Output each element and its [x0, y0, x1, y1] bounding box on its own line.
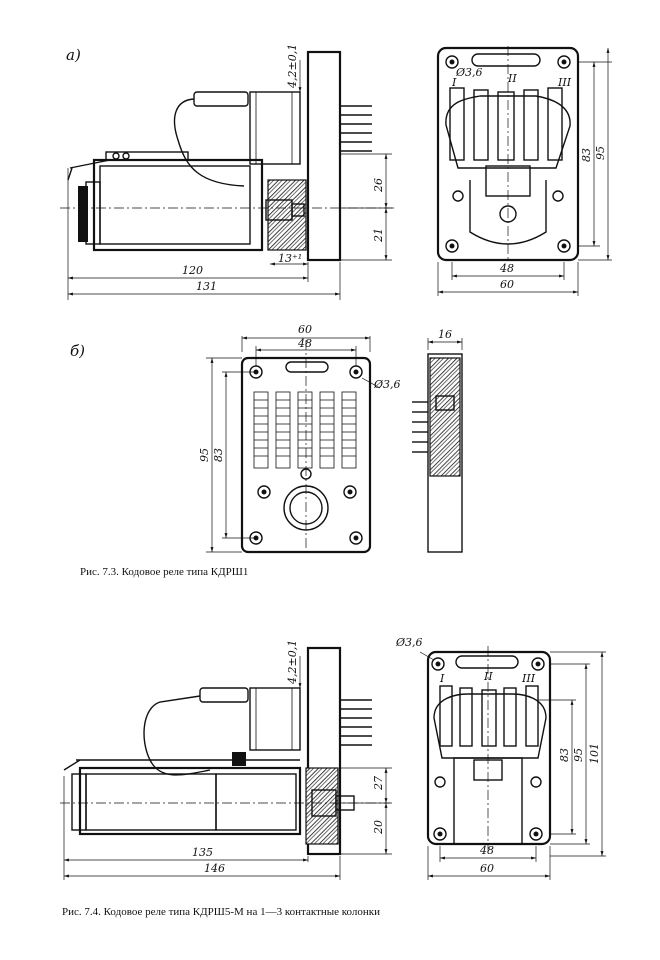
- dim-60-label: 60: [500, 278, 514, 291]
- fig74-column-I-label: I: [439, 672, 445, 685]
- contact-pins: [340, 105, 372, 152]
- contact-springs: [445, 87, 571, 169]
- fig73-side-view: а): [60, 44, 395, 300]
- fig73-side-dimensions: [67, 60, 392, 300]
- rear-hole-label: Ø3,6: [373, 378, 401, 391]
- fig74-mounting-panel: [306, 646, 342, 856]
- fig74-column-II-label: II: [483, 670, 493, 683]
- mounting-panel: [306, 50, 342, 262]
- dim-13-label: 13⁺¹: [278, 252, 302, 265]
- fig74-dim-95-label: 95: [572, 748, 585, 762]
- fig73-caption: Рис. 7.3. Кодовое реле типа КДРШ1: [80, 566, 249, 578]
- fig74-dim-48-label: 48: [479, 844, 494, 857]
- column-I-label: I: [451, 76, 457, 89]
- dim-26-label: 26: [372, 178, 385, 193]
- dim-131-label: 131: [196, 280, 217, 293]
- fig74-dim-20-label: 20: [372, 820, 385, 835]
- fig73-edge-view: 16: [412, 328, 463, 553]
- contact-block: [249, 91, 301, 165]
- dim-120-label: 120: [182, 264, 203, 277]
- fig74-dim-gap-label: 4,2±0,1: [286, 640, 299, 685]
- mounting-holes: [445, 55, 571, 253]
- fig74-dim-135-label: 135: [192, 846, 213, 859]
- fig74-caption: Рис. 7.4. Кодовое реле типа КДРШ5-М на 1…: [62, 906, 380, 918]
- hole-dia-label: Ø3,6: [455, 66, 483, 79]
- fig74-dim-146-label: 146: [204, 862, 225, 875]
- dim-48-label: 48: [499, 262, 514, 275]
- dim-83-label: 83: [580, 148, 593, 162]
- edge-dim-16-label: 16: [438, 328, 452, 341]
- dim-gap-label: 4,2±0,1: [286, 44, 299, 89]
- rear-dim-48-label: 48: [297, 337, 312, 350]
- fig73-rear-view: б) 60 48 Ø3,6 95: [70, 323, 401, 556]
- fig73-front-view: Ø3,6 I II III 83 95 48 60: [436, 46, 612, 296]
- rear-dim-95-label: 95: [198, 448, 211, 462]
- fig74-dim-27-label: 27: [372, 776, 385, 791]
- rear-dim-83-label: 83: [212, 448, 225, 462]
- connection-wire: [173, 98, 245, 187]
- contact-wire-sleeve: [193, 91, 249, 107]
- dim-21-label: 21: [372, 228, 385, 243]
- fig73-label-a: а): [66, 46, 81, 64]
- coil-housing: [92, 158, 264, 252]
- hatched-clamp: [267, 179, 307, 251]
- terminal-grid: [253, 391, 357, 469]
- column-III-label: III: [557, 76, 572, 89]
- dim-95-label: 95: [594, 146, 607, 160]
- fig74-hole-label: Ø3,6: [395, 636, 423, 649]
- fig74-dim-83-label: 83: [558, 748, 571, 762]
- fig74-side-view: 4,2±0,1 27 20 135 146: [60, 640, 392, 880]
- fig74-front-view: Ø3,6 I II III 83 95 101 48 60: [395, 636, 606, 880]
- fig74-column-III-label: III: [521, 672, 536, 685]
- fig73-label-b: б): [70, 342, 85, 360]
- edge-plate: [427, 353, 463, 553]
- column-II-label: II: [507, 72, 517, 85]
- rear-dim-60-label: 60: [298, 323, 312, 336]
- fig74-coil-housing: [78, 766, 302, 836]
- fig74-dim-101-label: 101: [588, 743, 601, 764]
- fig74-dim-60-label: 60: [480, 862, 494, 875]
